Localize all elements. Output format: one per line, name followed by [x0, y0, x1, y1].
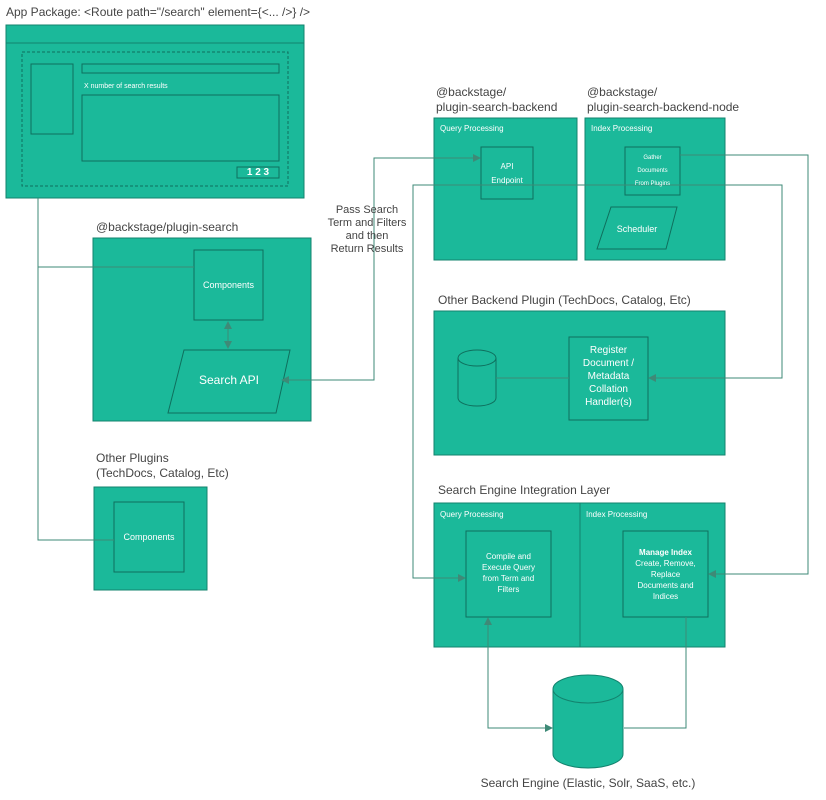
manage-index-label: Manage Index Create, Remove, Replace Doc…: [635, 548, 696, 601]
search-api-label: Search API: [198, 373, 260, 387]
pagination-placeholder: [236, 166, 280, 179]
other-plugins-title-line2: (TechDocs, Catalog, Etc): [96, 466, 229, 480]
other-plugins-title-line1: Other Plugins: [96, 451, 169, 465]
other-backend-title: Other Backend Plugin (TechDocs, Catalog,…: [438, 293, 691, 307]
connector-gather-compile: [412, 184, 680, 582]
connector-compile-engine: [484, 617, 553, 732]
connector-api-endpoint: [281, 154, 481, 384]
connector-gather-handler: [648, 184, 783, 382]
app-package-frame: [5, 24, 305, 199]
connectors: [37, 154, 809, 732]
integration-query-label: Query Processing: [440, 510, 504, 519]
collation-handler-label: Register Document / Metadata Collation H…: [582, 345, 635, 408]
other-plugins-box: [93, 486, 208, 591]
compile-query-label: Compile and Execute Query from Term and …: [482, 552, 535, 594]
backend-node-box: [584, 117, 726, 261]
other-backend-box: [433, 310, 726, 456]
pagination[interactable]: 1 2 3: [246, 167, 270, 178]
search-backend-title-line2: plugin-search-backend: [436, 100, 558, 114]
components-label: Components: [202, 280, 255, 290]
search-results-count: X number of search results: [84, 83, 168, 90]
search-bar-placeholder: [81, 63, 280, 74]
other-components-label: Components: [123, 532, 175, 542]
query-processing-label: Query Processing: [440, 124, 504, 133]
search-backend-box: [433, 117, 578, 261]
results-placeholder: [81, 94, 280, 162]
connector-gather-manage: [680, 154, 809, 578]
index-processing-label: Index Processing: [591, 124, 653, 133]
plugin-search-title: @backstage/plugin-search: [96, 220, 239, 234]
app-package-title: App Package: <Route path="/search" eleme…: [6, 5, 311, 19]
connector-manage-engine: [624, 617, 687, 729]
api-endpoint-label: API Endpoint: [491, 162, 523, 185]
backend-node-title-line1: @backstage/: [587, 85, 658, 99]
search-engine-cylinder: [552, 674, 624, 769]
connector-app-other-plugins: [37, 198, 114, 541]
backend-node-title-line2: plugin-search-backend-node: [587, 100, 740, 114]
plugin-search-box: [92, 237, 312, 422]
search-engine-label: Search Engine (Elastic, Solr, SaaS, etc.…: [480, 776, 696, 790]
integration-layer-title: Search Engine Integration Layer: [438, 483, 611, 497]
scheduler-label: Scheduler: [616, 224, 658, 234]
integration-index-label: Index Processing: [586, 510, 648, 519]
gather-documents-label: Gather Documents From Plugins: [634, 155, 671, 187]
search-backend-title-line1: @backstage/: [436, 85, 507, 99]
integration-layer-box: [433, 502, 726, 648]
sidebar-placeholder: [30, 63, 74, 135]
pass-search-label: Pass Search Term and Filters and then Re…: [327, 204, 407, 255]
